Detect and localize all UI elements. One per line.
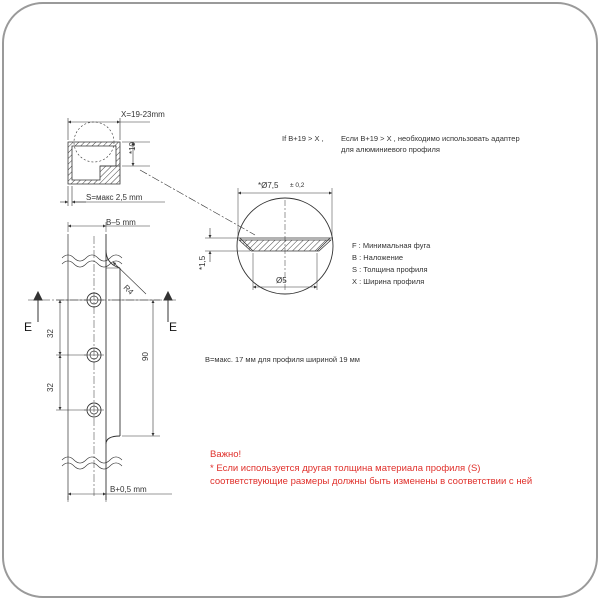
warning-line2: соответствующие размеры должны быть изме… [210, 476, 533, 487]
legend-item-f: F : Минимальная фуга [352, 241, 431, 250]
b-max-note: B=макс. 17 мм для профиля шириной 19 мм [205, 355, 360, 364]
warning-title: Важно! [210, 449, 242, 460]
legend-item-s: S : Толщина профиля [352, 265, 428, 274]
dim-s-max: S=макс 2,5 mm [86, 193, 143, 202]
dim-diameter-5: Ø5 [276, 276, 287, 285]
legend-item-x: X : Ширина профиля [352, 277, 425, 286]
dim-length-90: 90 [141, 352, 150, 361]
dim-b-minus-5: B–5 mm [106, 218, 136, 227]
condition-line1: Если B+19 > X , необходимо использовать … [341, 134, 520, 143]
section-label-e-left: E [24, 320, 33, 334]
condition-line2: для алюминиевого профиля [341, 145, 440, 154]
warning-line1: * Если используется другая толщина матер… [210, 463, 481, 474]
dim-pitch-32-b: 32 [46, 383, 55, 392]
dim-b-plus-05: B+0,5 mm [110, 485, 147, 494]
dim-tolerance: ± 0,2 [290, 182, 305, 189]
section-arrows [33, 290, 173, 322]
dim-depth-15: *1,5 [198, 255, 207, 270]
countersink-detail [236, 197, 334, 295]
section-label-e-right: E [169, 320, 178, 334]
legend-item-b: B : Наложение [352, 253, 404, 262]
dim-diameter-75: *Ø7,5 [258, 181, 279, 190]
dim-pitch-32-a: 32 [46, 329, 55, 338]
dim-height-10: *10 [128, 141, 137, 154]
condition-prefix: If B+19 > X , [282, 134, 324, 143]
profile-section [67, 121, 121, 185]
dim-x-range: X=19-23mm [121, 110, 165, 119]
